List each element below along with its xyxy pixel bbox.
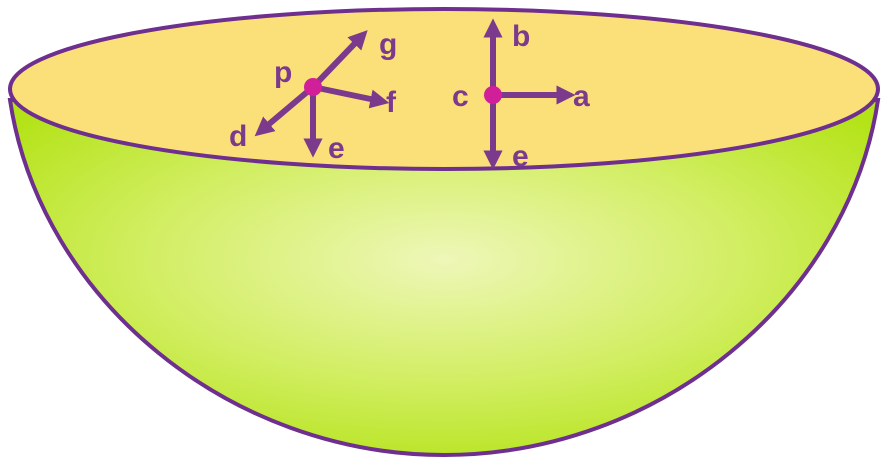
label-g: g: [379, 28, 397, 61]
bowl-rim-surface: [8, 7, 880, 171]
interior-molecule-point: [304, 78, 322, 96]
bowl-body: [7, 98, 881, 458]
interior-molecule-group: p g f d e: [229, 28, 397, 165]
label-b: b: [512, 20, 530, 53]
surface-molecule-group: a b c e: [452, 18, 590, 173]
label-a: a: [573, 80, 590, 113]
label-e-right: e: [512, 140, 529, 173]
label-p: p: [274, 56, 292, 89]
label-f: f: [386, 86, 397, 119]
surface-molecule-point: [484, 86, 502, 104]
arrow-f: [312, 84, 390, 109]
arrow-d: [254, 84, 315, 137]
label-c: c: [452, 80, 469, 113]
arrow-g: [310, 30, 368, 90]
label-e-left: e: [328, 132, 345, 165]
label-d: d: [229, 120, 247, 153]
